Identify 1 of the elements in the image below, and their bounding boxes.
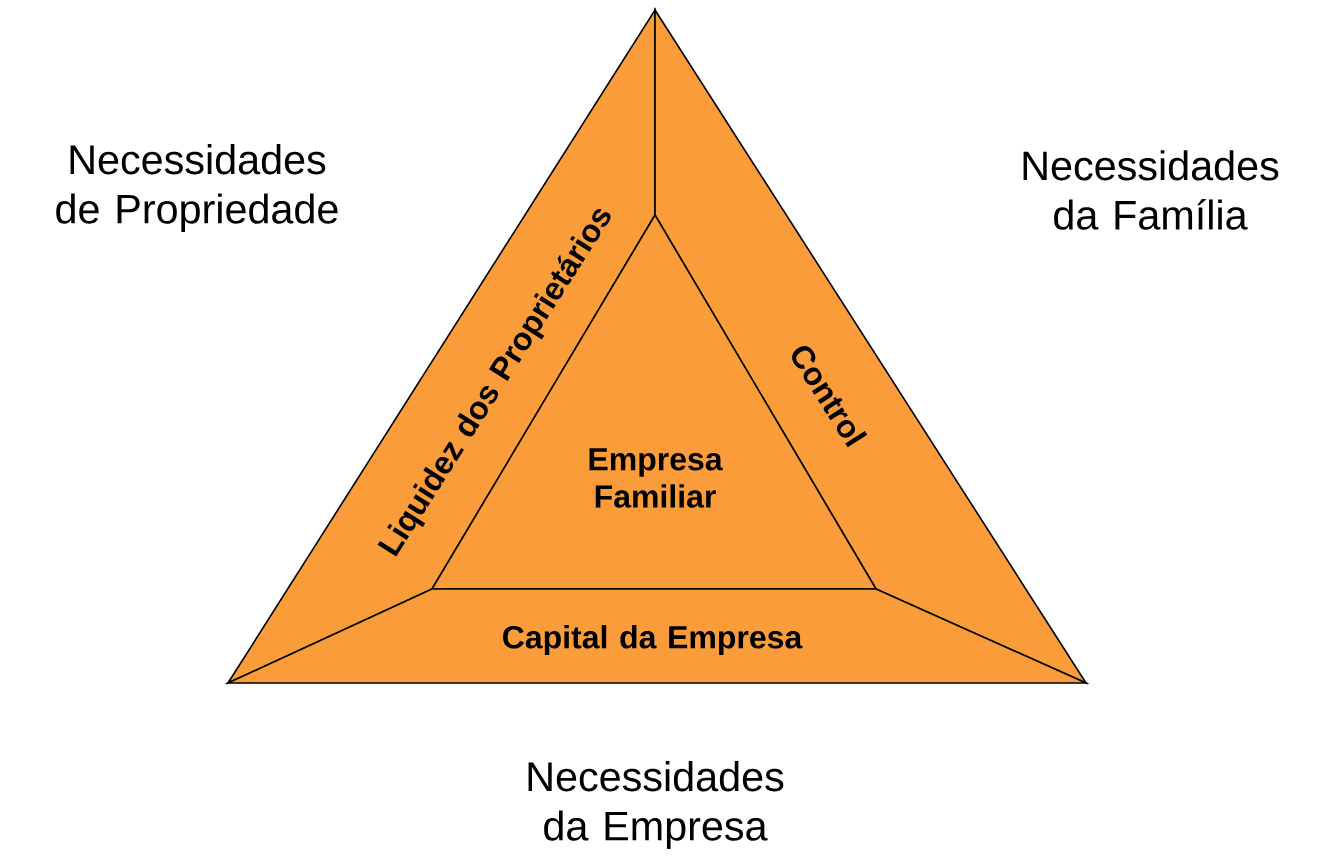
outer-label: Necessidades da Empresa [528,761,784,849]
